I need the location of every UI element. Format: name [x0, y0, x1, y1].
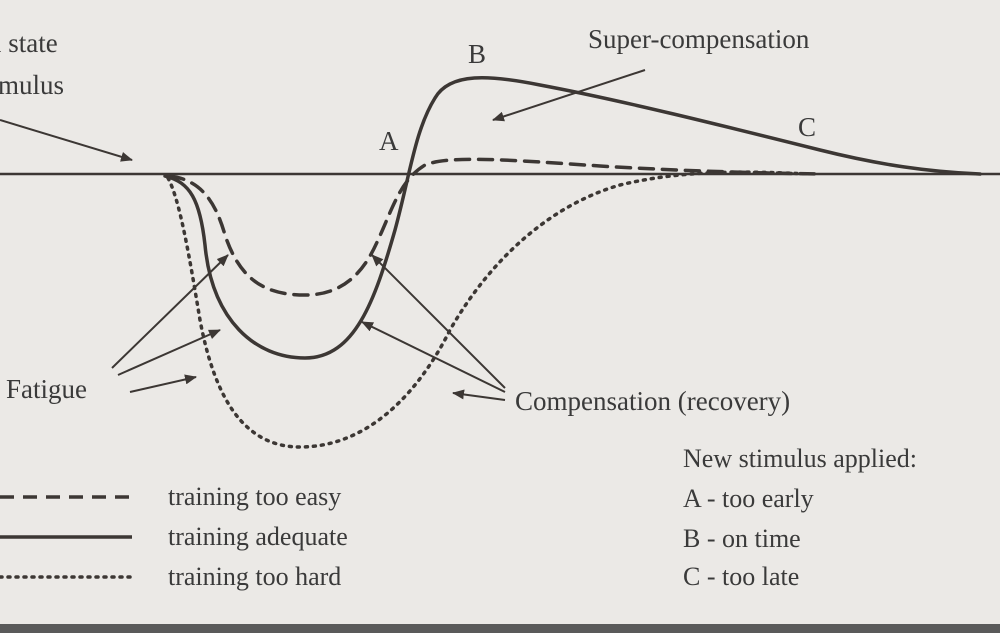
- legend-label-adequate: training adequate: [168, 522, 348, 551]
- arrow-compensation-adequate: [361, 321, 506, 393]
- arrow-fatigue-adequate: [117, 329, 221, 376]
- arrow-compensation-easy: [371, 254, 506, 389]
- legend-label-hard: training too hard: [168, 562, 341, 591]
- arrow-fatigue-hard: [129, 374, 197, 393]
- arrow-baseline: [0, 119, 133, 162]
- legend-label-easy: training too easy: [168, 482, 341, 511]
- arrow-compensation-hard: [452, 389, 506, 401]
- point-c-label: C: [798, 112, 816, 142]
- stimulus-item-b: B - on time: [683, 524, 801, 553]
- stimulus-key: New stimulus applied: A - too early B - …: [683, 444, 917, 591]
- compensation-label: Compensation (recovery): [515, 386, 790, 416]
- point-a-label: A: [379, 126, 399, 156]
- curve-too-hard: [166, 170, 812, 449]
- arrow-super-compensation: [492, 69, 646, 122]
- point-b-label: B: [468, 39, 486, 69]
- fatigue-label: Fatigue: [6, 374, 87, 404]
- stimulus-title: New stimulus applied:: [683, 444, 917, 473]
- bottom-border: [0, 624, 1000, 633]
- arrow-fatigue-easy: [111, 254, 229, 369]
- super-compensation-label: Super-compensation: [588, 24, 810, 54]
- curve-adequate: [163, 75, 982, 360]
- baseline-label-line1: l state: [0, 28, 58, 58]
- stimulus-item-a: A - too early: [683, 484, 814, 513]
- stimulus-item-c: C - too late: [683, 562, 799, 591]
- legend: training too easy training adequate trai…: [0, 482, 348, 591]
- baseline-label-line2: mulus: [0, 70, 64, 100]
- curve-too-easy: [168, 157, 822, 297]
